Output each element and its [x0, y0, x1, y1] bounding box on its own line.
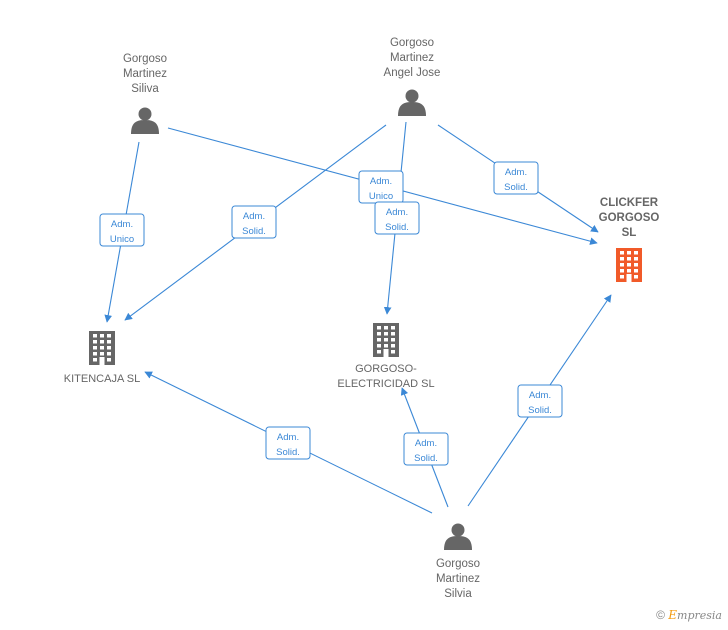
person-icon	[398, 89, 426, 116]
node-label: GORGOSO-	[355, 363, 417, 375]
company-node-highlighted[interactable]: CLICKFER GORGOSO SL	[599, 197, 660, 282]
node-label: SL	[622, 227, 637, 239]
person-icon	[444, 523, 472, 550]
relation-badge-text: Adm.	[505, 167, 527, 178]
relation-badge-text: Unico	[110, 234, 134, 245]
node-label: ELECTRICIDAD SL	[337, 378, 434, 390]
relation-badge-text: Unico	[369, 191, 393, 202]
relation-badge[interactable]: Adm. Solid.	[517, 384, 563, 418]
node-label: GORGOSO	[599, 212, 660, 224]
relation-badge-box	[517, 384, 563, 418]
node-label: Silvia	[444, 588, 472, 600]
brand-logo-initial: E	[668, 608, 678, 622]
node-label: Martinez	[390, 52, 434, 64]
building-icon	[89, 331, 115, 365]
relation-badge[interactable]: Adm. Solid.	[374, 201, 420, 235]
relation-badge-text: Solid.	[385, 222, 409, 233]
relation-badge[interactable]: Adm. Unico	[99, 213, 145, 247]
node-label: Angel Jose	[384, 67, 441, 79]
node-label: CLICKFER	[600, 197, 659, 209]
brand-logo-text: mpresia	[677, 609, 722, 622]
node-label: Martinez	[436, 573, 480, 585]
relation-badge-text: Adm.	[111, 219, 133, 230]
relation-badge-text: Solid.	[242, 226, 266, 237]
relation-badge-text: Adm.	[386, 207, 408, 218]
node-label: Martinez	[123, 68, 167, 80]
relation-badge-box	[493, 161, 539, 195]
person-icon	[131, 107, 159, 134]
node-label: Gorgoso	[436, 558, 480, 570]
relation-badge[interactable]: Adm. Solid.	[493, 161, 539, 195]
relation-badge[interactable]: Adm. Solid.	[265, 426, 311, 460]
relation-badge-text: Adm.	[277, 432, 299, 443]
relation-badge-box	[374, 201, 420, 235]
building-icon	[616, 248, 642, 282]
footer-credit: © Empresia	[656, 608, 722, 622]
relation-badge[interactable]: Adm. Solid.	[403, 432, 449, 466]
copyright-symbol: ©	[656, 608, 665, 622]
relation-badge-text: Solid.	[276, 447, 300, 458]
node-label: Gorgoso	[123, 53, 167, 65]
relation-badge-text: Adm.	[415, 438, 437, 449]
company-node[interactable]: KITENCAJA SL	[64, 331, 140, 385]
relation-badge[interactable]: Adm. Unico	[358, 170, 404, 204]
node-label: Siliva	[131, 83, 159, 95]
node-label: Gorgoso	[390, 37, 434, 49]
company-node[interactable]: GORGOSO- ELECTRICIDAD SL	[337, 323, 435, 390]
relation-badge-text: Solid.	[504, 182, 528, 193]
relation-badge-text: Adm.	[529, 390, 551, 401]
relation-badge-box	[231, 205, 277, 239]
relation-badge-text: Adm.	[370, 176, 392, 187]
relation-badge-box	[403, 432, 449, 466]
relation-badge-text: Solid.	[528, 405, 552, 416]
relation-badge-box	[99, 213, 145, 247]
relation-badge[interactable]: Adm. Solid.	[231, 205, 277, 239]
relation-badge-box	[265, 426, 311, 460]
relation-badge-text: Solid.	[414, 453, 438, 464]
building-icon	[373, 323, 399, 357]
node-label: KITENCAJA SL	[64, 373, 140, 385]
relation-badge-text: Adm.	[243, 211, 265, 222]
